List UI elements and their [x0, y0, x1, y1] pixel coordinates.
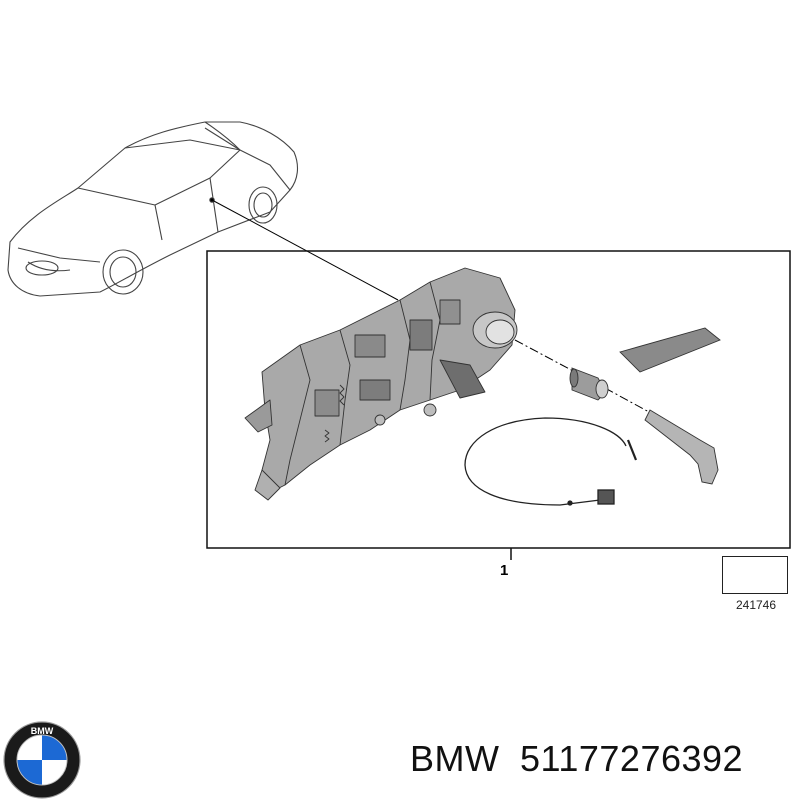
- car-outline-icon: [7, 121, 299, 297]
- door-lock-assembly-icon: [244, 267, 518, 501]
- brand-name: BMW: [410, 738, 500, 779]
- roundel-letters: BMW: [31, 726, 54, 736]
- bmw-roundel-icon: BMW: [3, 721, 81, 799]
- reference-number: 241746: [735, 598, 777, 612]
- reference-box: [722, 556, 788, 594]
- gasket-icon: [619, 327, 721, 373]
- part-label: BMW 51177276392: [410, 738, 743, 780]
- callout-number: 1: [500, 562, 509, 579]
- bowden-cable-icon: [464, 417, 638, 506]
- parts-frame: [206, 250, 791, 549]
- leader-line: [211, 199, 399, 301]
- part-number: 51177276392: [520, 738, 744, 779]
- pull-rod-icon: [644, 409, 719, 485]
- lock-cylinder-icon: [569, 367, 609, 401]
